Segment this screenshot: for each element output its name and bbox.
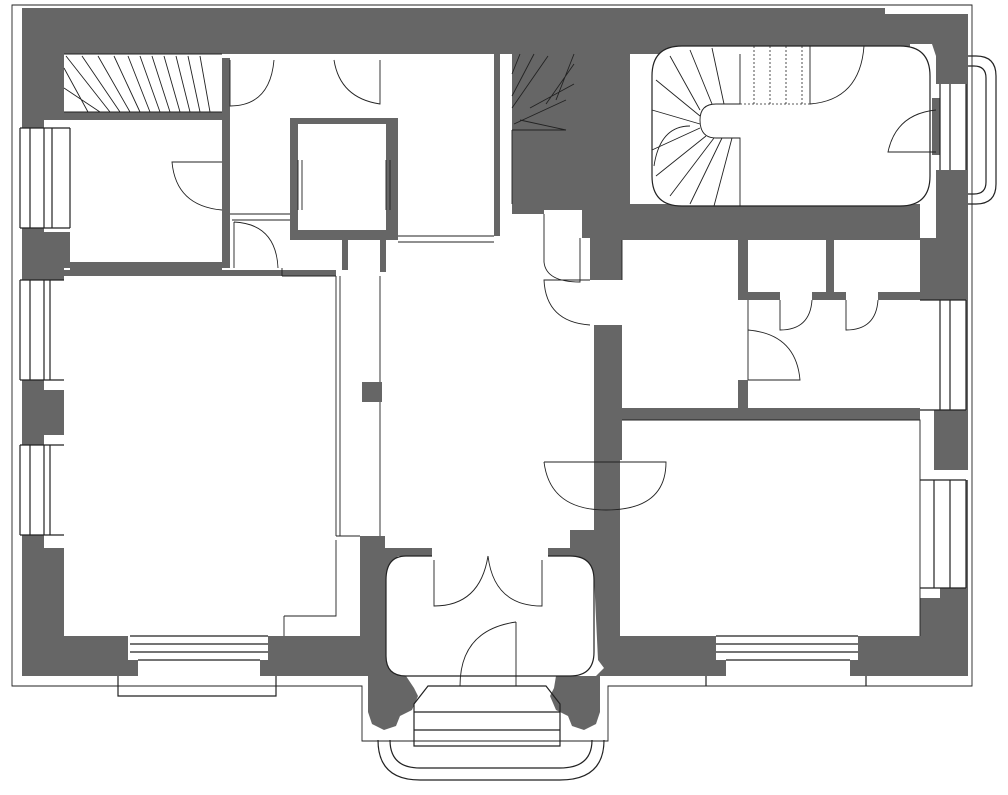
windows-south (117, 635, 867, 697)
entrance-steps (377, 685, 605, 781)
partitions (230, 213, 921, 636)
windows-east (920, 55, 997, 589)
stair-northwest (63, 53, 222, 113)
stair-curved (651, 45, 865, 207)
windows-west (19, 127, 71, 536)
stair-hall-floor (652, 46, 930, 206)
stair-north-center (511, 53, 575, 204)
outer-outline (11, 4, 973, 742)
inner-cabinet (297, 124, 494, 243)
doors (171, 59, 937, 687)
interior-walls (64, 58, 920, 460)
